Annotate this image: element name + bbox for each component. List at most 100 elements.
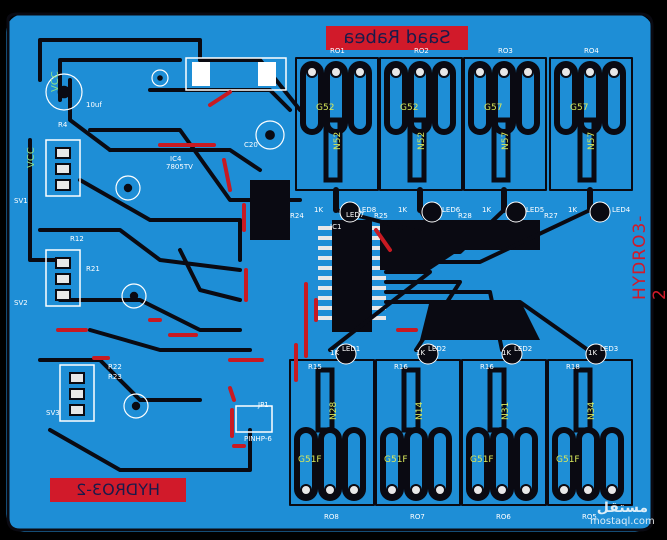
signal-trace (28, 138, 62, 262)
relay-pin (498, 66, 510, 78)
resistor-ref-label: R27 (544, 212, 558, 220)
component-pad (131, 401, 141, 411)
ic-pin (372, 316, 386, 320)
ground-fill (250, 180, 290, 240)
component-pad (123, 183, 133, 193)
ic-pin (318, 296, 332, 300)
led (501, 343, 523, 365)
side-title: HYDRO3-2 (630, 214, 667, 300)
signal-trace (88, 328, 252, 352)
led (335, 343, 357, 365)
relay-pin (324, 484, 336, 496)
relay-pad-slot (552, 427, 576, 501)
relay-pad-slot (294, 427, 318, 501)
relay-outline (463, 57, 547, 191)
relay-coil-pad (323, 117, 343, 183)
led-ref-label: LED2 (428, 345, 447, 353)
signal-trace (38, 38, 202, 82)
led-ref-label: LED2 (514, 345, 533, 353)
ic-pin (318, 236, 332, 240)
resistor-ref-label: R15 (308, 363, 322, 371)
jumper-wire (208, 90, 232, 107)
relay-pin (474, 66, 486, 78)
relay-pin (390, 66, 402, 78)
signal-trace (38, 228, 242, 272)
mirrored-top-title: Saad Rabea (326, 26, 468, 50)
drive-trace (328, 270, 432, 352)
relay-coil-pad (573, 367, 593, 433)
component-circle (45, 73, 83, 111)
relay-pin (496, 484, 508, 496)
resistor-value-label: 1K (398, 206, 408, 214)
relay-pin (330, 66, 342, 78)
header-connector (45, 139, 81, 197)
component-circle (115, 175, 141, 201)
component-ref-label: R22 (108, 363, 122, 371)
relay-ref-label: RO5 (582, 513, 597, 521)
resistor-ref-label: R28 (458, 212, 472, 220)
relay-ref-label: RO1 (330, 47, 345, 55)
component-ref-label: JP1 (258, 401, 269, 409)
signal-trace (88, 128, 302, 202)
ground-fill (420, 300, 540, 340)
component-ref-label: R12 (70, 235, 84, 243)
relay-pin (560, 66, 572, 78)
relay-pad-slot (600, 427, 624, 501)
resistor-value-label: 1K (568, 206, 578, 214)
signal-trace (198, 58, 302, 112)
signal-trace (38, 358, 202, 402)
resistor-value-label: 1K (314, 206, 324, 214)
drive-trace (334, 208, 422, 234)
component-ref-label: LED7 (346, 211, 365, 219)
jumper-wire (374, 228, 392, 252)
led-ref-label: LED5 (526, 206, 545, 214)
relay-coil-pad (407, 117, 427, 183)
led (589, 201, 611, 223)
relay-pin (414, 66, 426, 78)
ic-pin (318, 256, 332, 260)
resistor-ref-label: R16 (480, 363, 494, 371)
relay-pad-slot (408, 61, 432, 135)
mirrored-bottom-title: HYDRO3-2 (50, 478, 186, 502)
ic-pin (318, 286, 332, 290)
relay-pad-slot (554, 61, 578, 135)
relay-pin (306, 66, 318, 78)
signal-trace (78, 178, 242, 262)
ic-pin (372, 236, 386, 240)
relay-ref-label: RO7 (410, 513, 425, 521)
relay-pad-slot (428, 427, 452, 501)
ic-pin (318, 276, 332, 280)
relay-n-label: N34 (587, 401, 597, 420)
component-ref-label: 7805TV (166, 163, 193, 171)
relay-ref-label: RO8 (324, 513, 339, 521)
component-pad (157, 75, 163, 81)
relay-pin (300, 484, 312, 496)
component-ref-label: SV1 (14, 197, 28, 205)
drive-trace (384, 208, 592, 264)
watermark-arabic: مستقل (596, 500, 648, 516)
resistor-ref-label: R25 (374, 212, 388, 220)
ic-pin (372, 226, 386, 230)
header-connector (45, 249, 81, 307)
led-ref-label: LED4 (612, 206, 631, 214)
relay-coil-pad (401, 367, 421, 433)
relay-pin (348, 484, 360, 496)
relay-pin (472, 484, 484, 496)
signal-trace (58, 298, 242, 332)
relay-g-label: G52 (400, 103, 419, 113)
led-ref-label: LED1 (342, 345, 361, 353)
component-ref-label: R21 (86, 265, 100, 273)
relay-pad-slot (324, 61, 348, 135)
ic-pin (372, 306, 386, 310)
relay-pin (438, 66, 450, 78)
relay-g-label: G51F (556, 455, 580, 465)
relay-pad-slot (492, 61, 516, 135)
relay-outline (549, 57, 633, 191)
watermark: مستقل mostaql.com (590, 500, 655, 527)
resistor-ref-label: R16 (394, 363, 408, 371)
relay-pad-slot (348, 61, 372, 135)
resistor-value-label: 1K (482, 206, 492, 214)
relay-n-label: N57 (501, 131, 511, 150)
ic-pin (318, 266, 332, 270)
relay-coil-pad (577, 117, 597, 183)
